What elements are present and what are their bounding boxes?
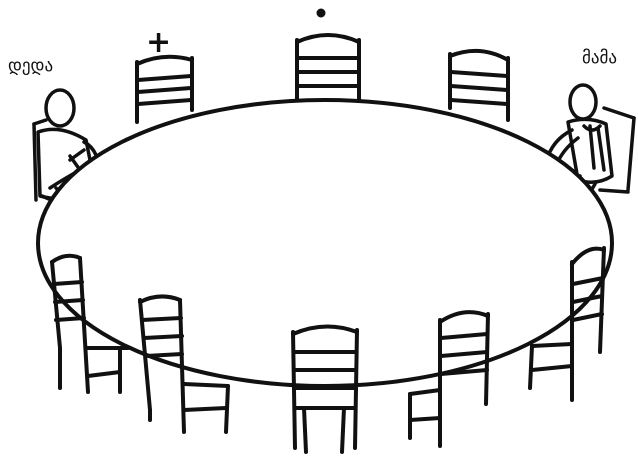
label-father: მამა	[582, 50, 617, 67]
label-mother: დედა	[8, 58, 53, 75]
chair-back-right	[450, 51, 508, 120]
dot-mark	[317, 9, 326, 18]
cross-mark: +	[146, 25, 171, 60]
chair-back-center	[297, 35, 359, 100]
oval-table	[38, 100, 612, 386]
chair-back-left	[137, 57, 192, 122]
